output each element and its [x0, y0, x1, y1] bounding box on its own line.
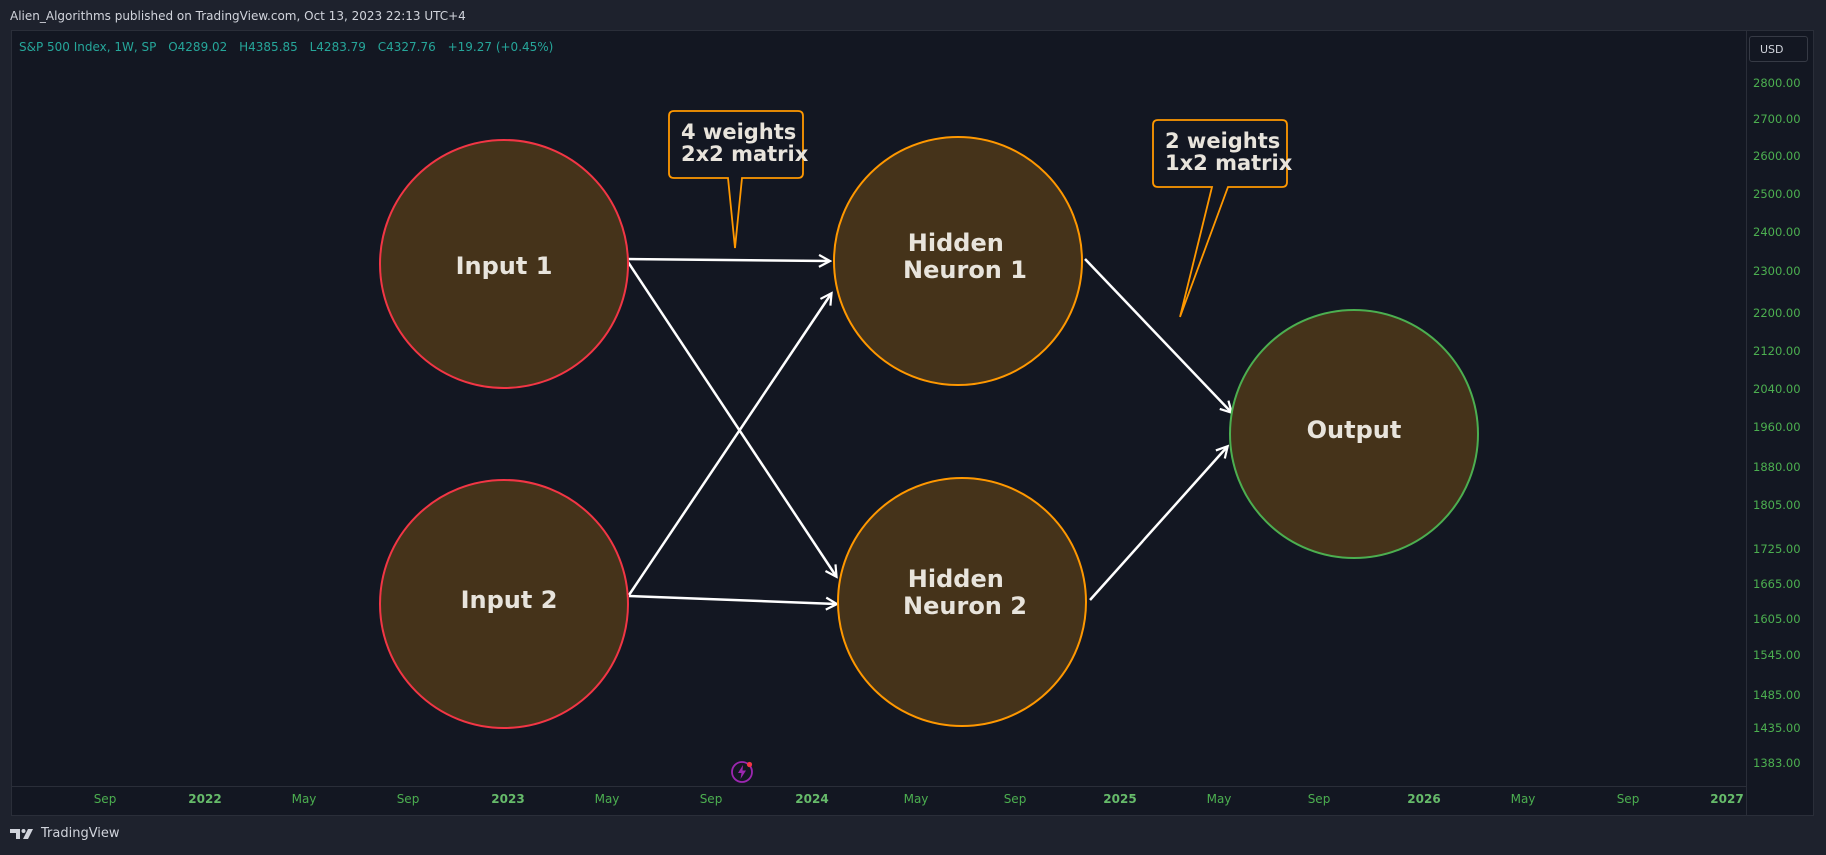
- connection-arrows: [624, 258, 1231, 604]
- price-axis-divider: [1746, 30, 1747, 816]
- lightning-icon[interactable]: [730, 760, 754, 784]
- legend-open: O4289.02: [168, 40, 228, 54]
- legend-change: +19.27 (+0.45%): [447, 40, 554, 54]
- time-label: May: [903, 792, 929, 806]
- time-label: May: [594, 792, 620, 806]
- time-label: Sep: [396, 792, 420, 806]
- price-label: 2200.00: [1753, 306, 1801, 320]
- callout2-text: 2 weights 1x2 matrix: [1165, 129, 1293, 175]
- price-label: 1485.00: [1753, 688, 1801, 702]
- arrow-input1-hidden2: [624, 258, 836, 576]
- arrow-input1-hidden1: [625, 259, 829, 261]
- output-label: Output: [1307, 416, 1402, 444]
- output-node[interactable]: Output: [1229, 309, 1479, 559]
- time-label: May: [1206, 792, 1232, 806]
- input1-label: Input 1: [456, 252, 553, 280]
- time-label: 2026: [1407, 792, 1441, 806]
- arrow-input2-hidden1: [627, 294, 831, 596]
- time-label: Sep: [1616, 792, 1640, 806]
- time-label: 2025: [1103, 792, 1137, 806]
- callout1-text: 4 weights 2x2 matrix: [681, 120, 809, 166]
- time-axis-divider: [11, 786, 1746, 787]
- price-label: 1805.00: [1753, 498, 1801, 512]
- price-label: 2040.00: [1753, 382, 1801, 396]
- legend-low: L4283.79: [309, 40, 366, 54]
- price-label: 1725.00: [1753, 542, 1801, 556]
- hidden2-label: Hidden Neuron 2: [903, 565, 1027, 620]
- time-label: 2022: [188, 792, 222, 806]
- tradingview-brand[interactable]: TradingView: [10, 826, 120, 841]
- brand-name: TradingView: [41, 826, 120, 841]
- arrow-hidden2-output: [1089, 447, 1227, 601]
- price-label: 1545.00: [1753, 648, 1801, 662]
- price-label: 1383.00: [1753, 756, 1801, 770]
- time-label: 2023: [491, 792, 525, 806]
- price-label: 2300.00: [1753, 264, 1801, 278]
- input1-node[interactable]: Input 1: [379, 139, 629, 389]
- arrow-input2-hidden2: [628, 594, 836, 604]
- legend-high: H4385.85: [239, 40, 298, 54]
- symbol-legend: S&P 500 Index, 1W, SP O4289.02 H4385.85 …: [19, 40, 561, 54]
- time-label: 2027: [1710, 792, 1744, 806]
- time-label: May: [1510, 792, 1536, 806]
- hidden1-label: Hidden Neuron 1: [903, 229, 1027, 284]
- callout-weights-layer2[interactable]: 2 weights 1x2 matrix: [1152, 119, 1293, 318]
- price-label: 2600.00: [1753, 149, 1801, 163]
- price-label: 2500.00: [1753, 187, 1801, 201]
- price-label: 1435.00: [1753, 721, 1801, 735]
- time-label: Sep: [1307, 792, 1331, 806]
- callout-weights-layer1[interactable]: 4 weights 2x2 matrix: [668, 110, 809, 249]
- price-label: 1880.00: [1753, 460, 1801, 474]
- currency-button[interactable]: USD: [1749, 36, 1808, 62]
- time-label: Sep: [1003, 792, 1027, 806]
- time-label: Sep: [93, 792, 117, 806]
- arrow-hidden1-output: [1084, 258, 1231, 412]
- hidden2-node[interactable]: Hidden Neuron 2: [837, 477, 1087, 727]
- price-label: 1605.00: [1753, 612, 1801, 626]
- price-label: 1960.00: [1753, 420, 1801, 434]
- price-label: 2800.00: [1753, 76, 1801, 90]
- price-label: 2400.00: [1753, 225, 1801, 239]
- legend-close: C4327.76: [377, 40, 436, 54]
- time-label: Sep: [699, 792, 723, 806]
- legend-symbol[interactable]: S&P 500 Index, 1W, SP: [19, 40, 157, 54]
- price-label: 1665.00: [1753, 577, 1801, 591]
- tradingview-logo-icon: [10, 828, 33, 839]
- price-label: 2120.00: [1753, 344, 1801, 358]
- input2-node[interactable]: Input 2: [379, 479, 629, 729]
- time-label: May: [291, 792, 317, 806]
- time-label: 2024: [795, 792, 829, 806]
- price-label: 2700.00: [1753, 112, 1801, 126]
- hidden1-node[interactable]: Hidden Neuron 1: [833, 136, 1083, 386]
- input2-label: Input 2: [461, 586, 558, 614]
- publisher-line: Alien_Algorithms published on TradingVie…: [10, 9, 466, 23]
